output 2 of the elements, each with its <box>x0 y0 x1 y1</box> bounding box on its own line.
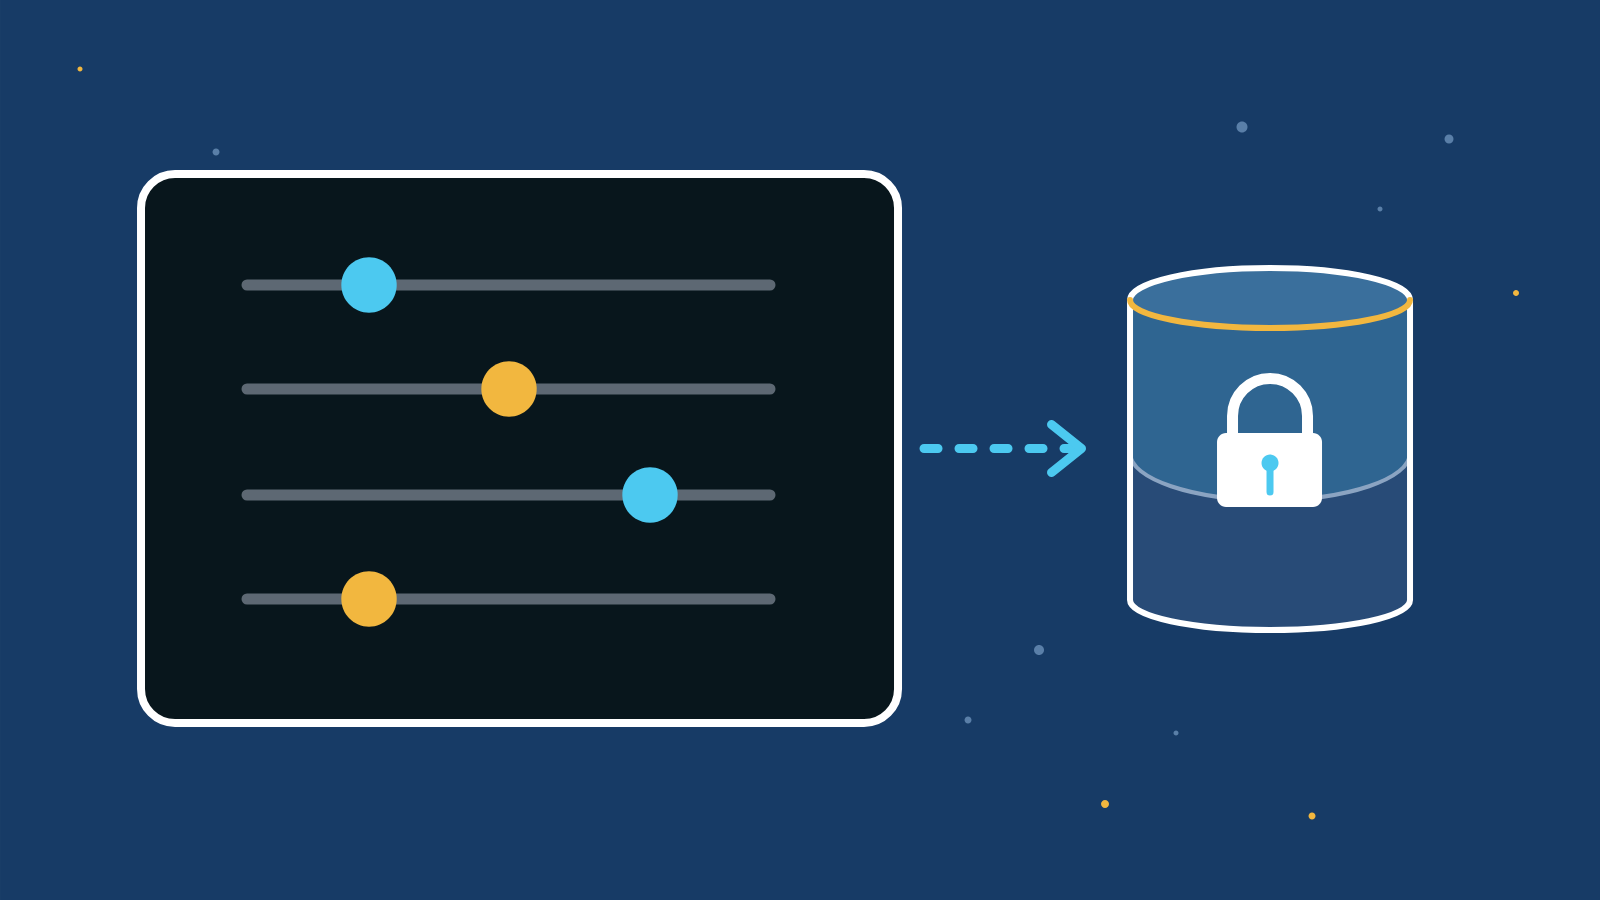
slider-panel <box>137 170 902 727</box>
arrow <box>919 420 1086 477</box>
